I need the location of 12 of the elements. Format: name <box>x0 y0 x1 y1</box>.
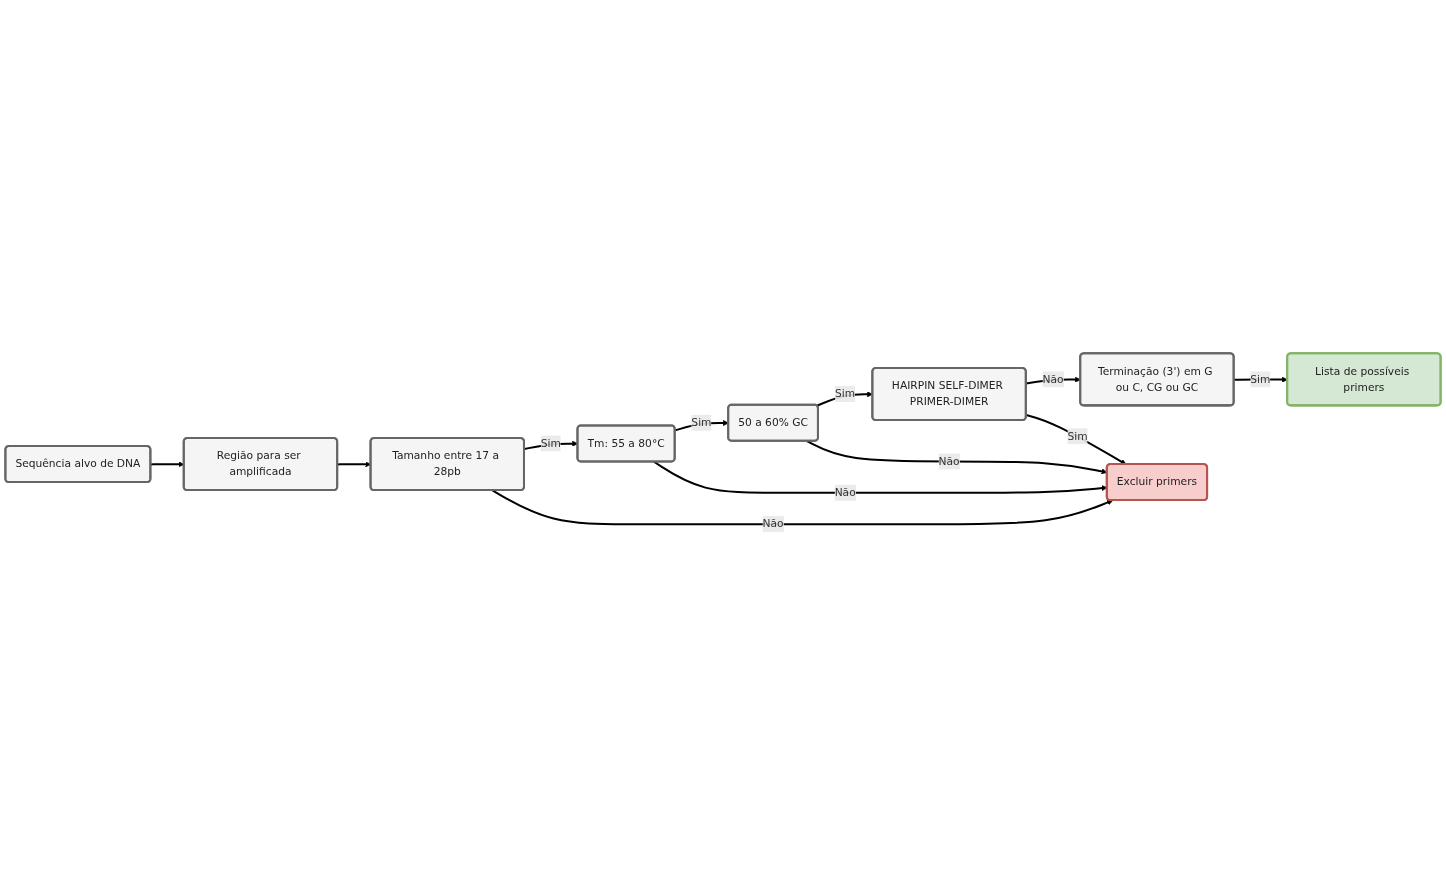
edge-label: Sim <box>540 437 561 450</box>
edge-label: Sim <box>1067 429 1088 443</box>
arrow <box>815 391 873 407</box>
arrow <box>491 489 1113 526</box>
arrow <box>1025 414 1127 465</box>
edge-label: Não <box>1042 372 1064 386</box>
edge-label: Não <box>762 517 784 531</box>
edge-label: Não <box>834 486 856 500</box>
edge-label: Sim <box>691 416 712 429</box>
edge-label: Sim <box>835 387 856 401</box>
edge-label: Não <box>938 455 960 468</box>
edge-label: Sim <box>1250 372 1271 386</box>
